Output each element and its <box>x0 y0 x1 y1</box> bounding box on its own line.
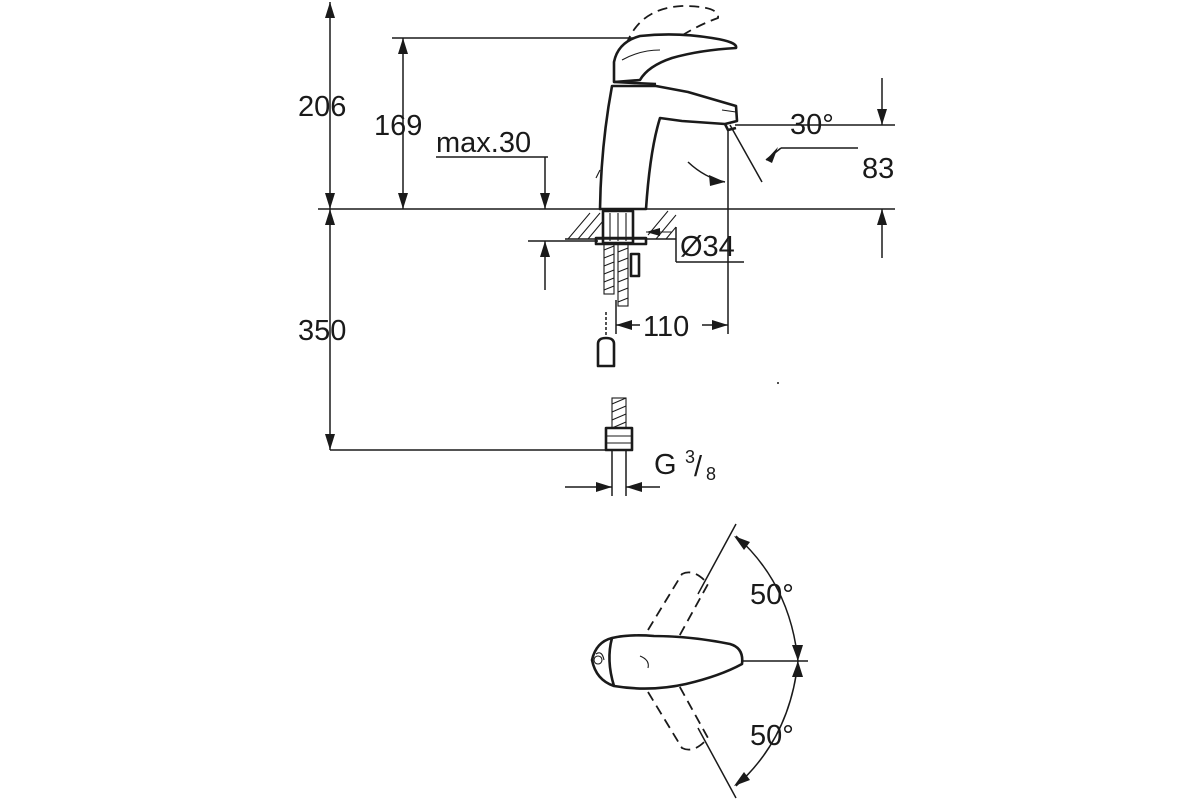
angle-label-50-upper: 50° <box>750 579 794 611</box>
dimension-hole-diameter <box>646 227 744 263</box>
dim-label-350: 350 <box>298 315 346 347</box>
angle-label-50-lower: 50° <box>750 720 794 752</box>
swing-line-upper <box>697 523 737 595</box>
dimension-outlet-height <box>877 78 887 258</box>
dim-label-83: 83 <box>862 153 894 185</box>
dim-label-max30: max.30 <box>436 127 531 159</box>
faucet-body <box>595 84 739 211</box>
lever-ghost-outline <box>625 5 719 75</box>
dimension-spout-height <box>398 38 408 209</box>
angle-label-30: 30° <box>790 109 834 141</box>
angle-spout-30 <box>687 124 858 186</box>
dimension-counter-thickness <box>436 156 598 290</box>
dim-label-thread-slash: / <box>694 451 703 483</box>
hose-end-fitting <box>604 397 634 496</box>
dim-label-thread-den: 8 <box>706 464 716 484</box>
popup-rod <box>596 312 616 368</box>
dim-label-thread-g: G <box>654 449 677 481</box>
dimension-connection-thread <box>565 482 660 492</box>
flexible-hoses <box>603 243 641 307</box>
angle-swing-upper <box>734 535 803 662</box>
dimension-total-height <box>325 2 335 209</box>
lever-ghost-lower <box>647 679 710 751</box>
faucet-lever <box>612 33 738 86</box>
speck <box>777 382 779 384</box>
dim-label-thread-num: 3 <box>685 447 695 467</box>
dim-label-d34: Ø34 <box>680 231 735 263</box>
angle-swing-lower <box>734 660 803 787</box>
dimension-hose-length <box>325 209 335 450</box>
dim-label-110: 110 <box>643 311 689 343</box>
swing-line-lower <box>697 727 737 799</box>
dim-label-169: 169 <box>374 110 422 142</box>
lever-ghost-upper <box>647 571 710 643</box>
faucet-top-view <box>590 634 744 690</box>
dim-label-206: 206 <box>298 91 346 123</box>
dimension-spout-reach <box>615 130 729 340</box>
